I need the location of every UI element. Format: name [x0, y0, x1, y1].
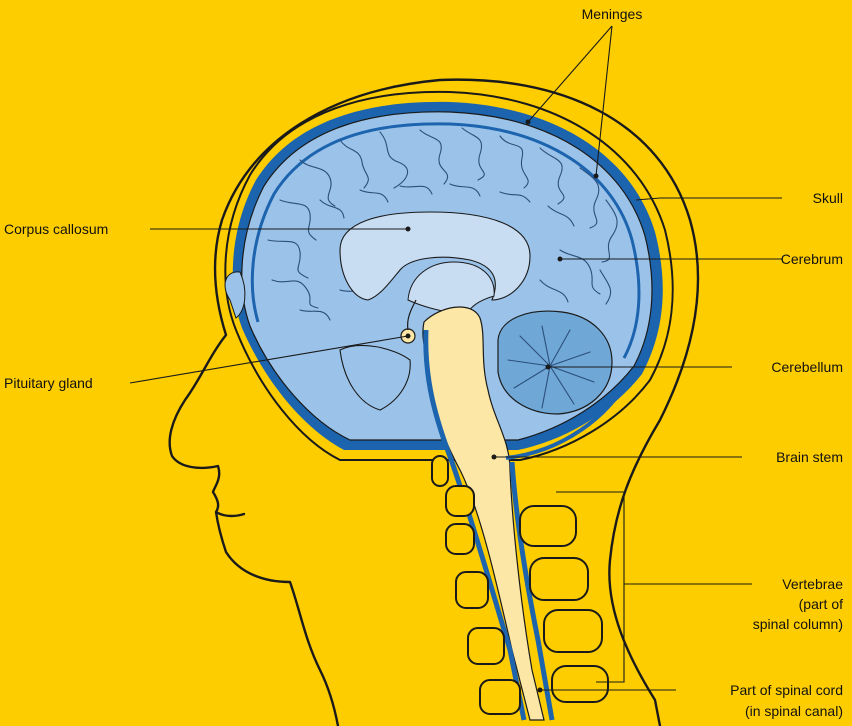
vertebra-10 — [446, 524, 474, 554]
vertebra-2 — [446, 486, 474, 516]
vertebra-9 — [480, 680, 520, 714]
label-cerebellum: Cerebellum — [771, 359, 843, 375]
label-vertebrae-3: spinal column) — [753, 616, 843, 632]
vertebra-6 — [544, 610, 602, 652]
vertebra-5 — [456, 572, 488, 608]
vertebra-8 — [552, 666, 608, 702]
vertebra-3 — [520, 506, 576, 546]
label-spinal-cord-2: (in spinal canal) — [745, 703, 843, 719]
vertebra-1 — [432, 456, 448, 486]
label-corpus-callosum: Corpus callosum — [4, 221, 108, 237]
vertebra-7 — [468, 628, 504, 664]
label-pituitary-gland: Pituitary gland — [4, 375, 93, 391]
vertebra-4 — [530, 558, 588, 600]
label-vertebrae-2: (part of — [799, 596, 843, 612]
frontal-sinus — [225, 272, 245, 318]
label-brain-stem: Brain stem — [776, 449, 843, 465]
cerebellum — [498, 311, 612, 414]
label-cerebrum: Cerebrum — [781, 251, 843, 267]
label-skull: Skull — [813, 190, 843, 206]
label-vertebrae-1: Vertebrae — [782, 576, 843, 592]
label-spinal-cord-1: Part of spinal cord — [730, 682, 843, 698]
skull-leader — [636, 198, 782, 200]
label-meninges: Meninges — [582, 6, 643, 22]
